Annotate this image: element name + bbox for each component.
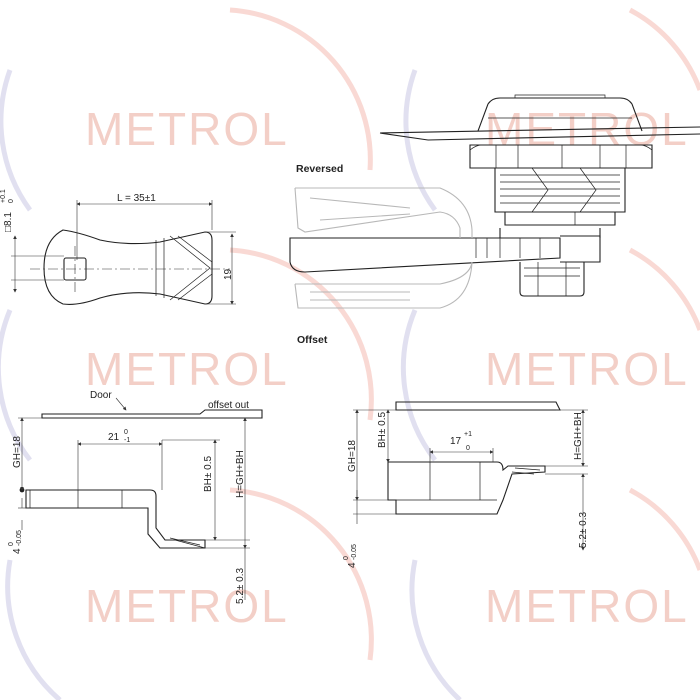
door-label: Door [90, 390, 112, 401]
offset-dimension: 5.2± 0.3 [578, 511, 589, 548]
width-tolerance-lower: 0 [466, 445, 470, 452]
watermark-arc [628, 487, 700, 571]
h-dimension: H=GH+BH [573, 412, 584, 460]
offset-out-title: offset out [208, 400, 249, 411]
width-tolerance-lower: -1 [124, 437, 130, 444]
watermark-arc [628, 7, 700, 91]
watermark-arc [5, 559, 62, 700]
thickness-dimension: 4 [12, 548, 23, 554]
square-tolerance-upper: +0.1 [0, 189, 7, 203]
watermark-arc [229, 487, 374, 661]
length-dimension: L = 35±1 [117, 193, 156, 204]
watermark-logo: METROL [485, 580, 689, 632]
width-dimension: 19 [223, 268, 234, 280]
width-dimension: 17 [450, 436, 462, 447]
bh-dimension: BH± 0.5 [377, 412, 388, 448]
watermark-arc [628, 247, 700, 331]
square-tolerance-lower: 0 [8, 199, 15, 203]
bh-dimension: BH± 0.5 [203, 456, 214, 492]
thickness-dimension: 4 [347, 562, 358, 568]
width-tolerance-upper: 0 [124, 429, 128, 436]
offset-dimension: 5.2± 0.3 [235, 567, 246, 604]
lock-assembly-side-view [289, 94, 700, 297]
thickness-tolerance-lower: -0.05 [351, 544, 358, 560]
reversed-ghost-cams [294, 187, 473, 309]
width-tolerance-upper: +1 [464, 431, 472, 438]
watermark-logo: METROL [485, 343, 689, 395]
thickness-tolerance-upper: 0 [8, 542, 15, 546]
watermark-arc [229, 7, 373, 171]
cam-plan-view: □8.1 +0.1 0 L = 35±1 19 [0, 189, 236, 305]
offset-view-label: Offset [297, 334, 328, 346]
reversed-view-label: Reversed [296, 163, 343, 175]
offset-in-view: GH=18 BH± 0.5 17 +1 0 H=GH+BH 5.2± 0.3 4… [343, 401, 589, 568]
watermark-arc [400, 309, 437, 462]
thickness-tolerance-lower: -0.05 [16, 530, 23, 546]
watermark-arc [0, 69, 33, 212]
gh-dimension: GH=18 [347, 440, 358, 472]
gh-dimension: GH=18 [12, 436, 23, 468]
watermark-logo: METROL [85, 580, 289, 632]
thickness-tolerance-upper: 0 [343, 556, 350, 560]
watermark: METROL METROL METROL METROL METROL METRO… [0, 7, 700, 700]
square-dimension: □8.1 [3, 212, 14, 232]
watermark-arc [0, 309, 32, 462]
watermark-logo: METROL [85, 103, 289, 155]
watermark-arc [403, 69, 438, 212]
offset-out-view: Door offset out GH=18 21 0 -1 BH± 0.5 H=… [8, 390, 263, 604]
watermark-logo: METROL [85, 343, 289, 395]
width-dimension: 21 [108, 432, 120, 443]
watermark-arc [229, 247, 374, 421]
watermark-arc [409, 559, 462, 700]
h-dimension: H=GH+BH [235, 450, 246, 498]
